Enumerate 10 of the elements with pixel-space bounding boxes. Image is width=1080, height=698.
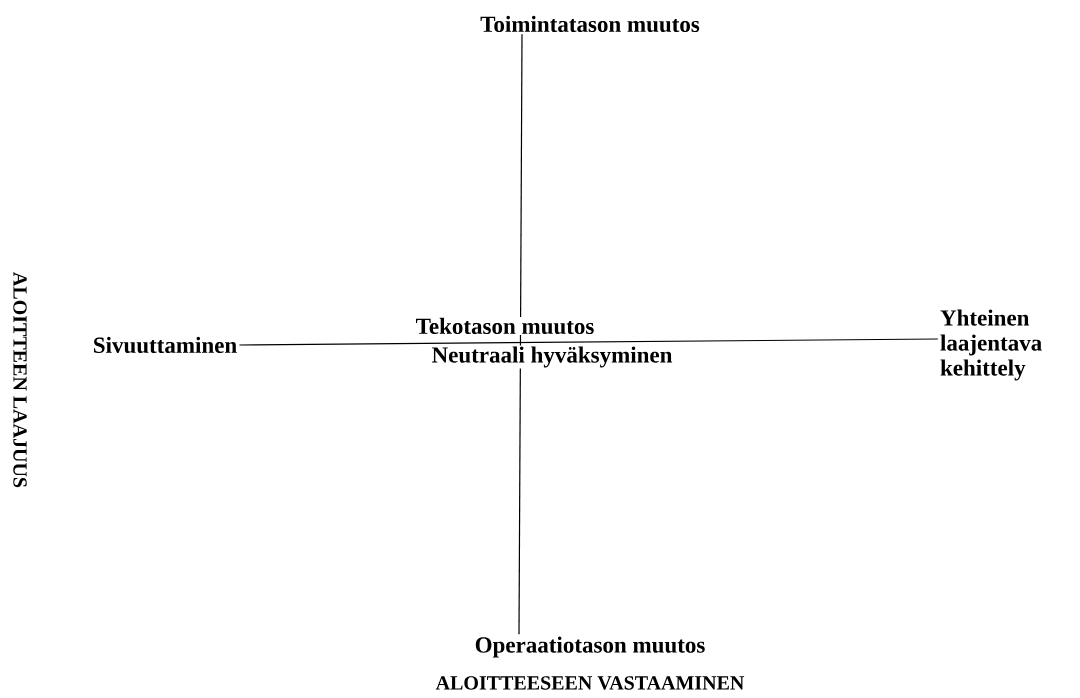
axis-title: ALOITTEESEEN VASTAAMINEN bbox=[435, 676, 745, 690]
axis-label: Operaatiotason muutos bbox=[475, 636, 705, 658]
axis-line bbox=[238, 338, 939, 346]
axis-label: Toimintatason muutos bbox=[480, 15, 700, 33]
axis-line bbox=[518, 33, 523, 635]
quadrant-label: Tekotason muutos bbox=[414, 316, 596, 336]
axis-label: Yhteinen laajentava kehittely bbox=[940, 309, 1042, 381]
axis-title: ALOITTEEN LAAJUUS bbox=[13, 272, 27, 488]
axis-label: Sivuuttaminen bbox=[94, 336, 237, 354]
quadrant-label: Neutraali hyväksyminen bbox=[430, 345, 674, 369]
